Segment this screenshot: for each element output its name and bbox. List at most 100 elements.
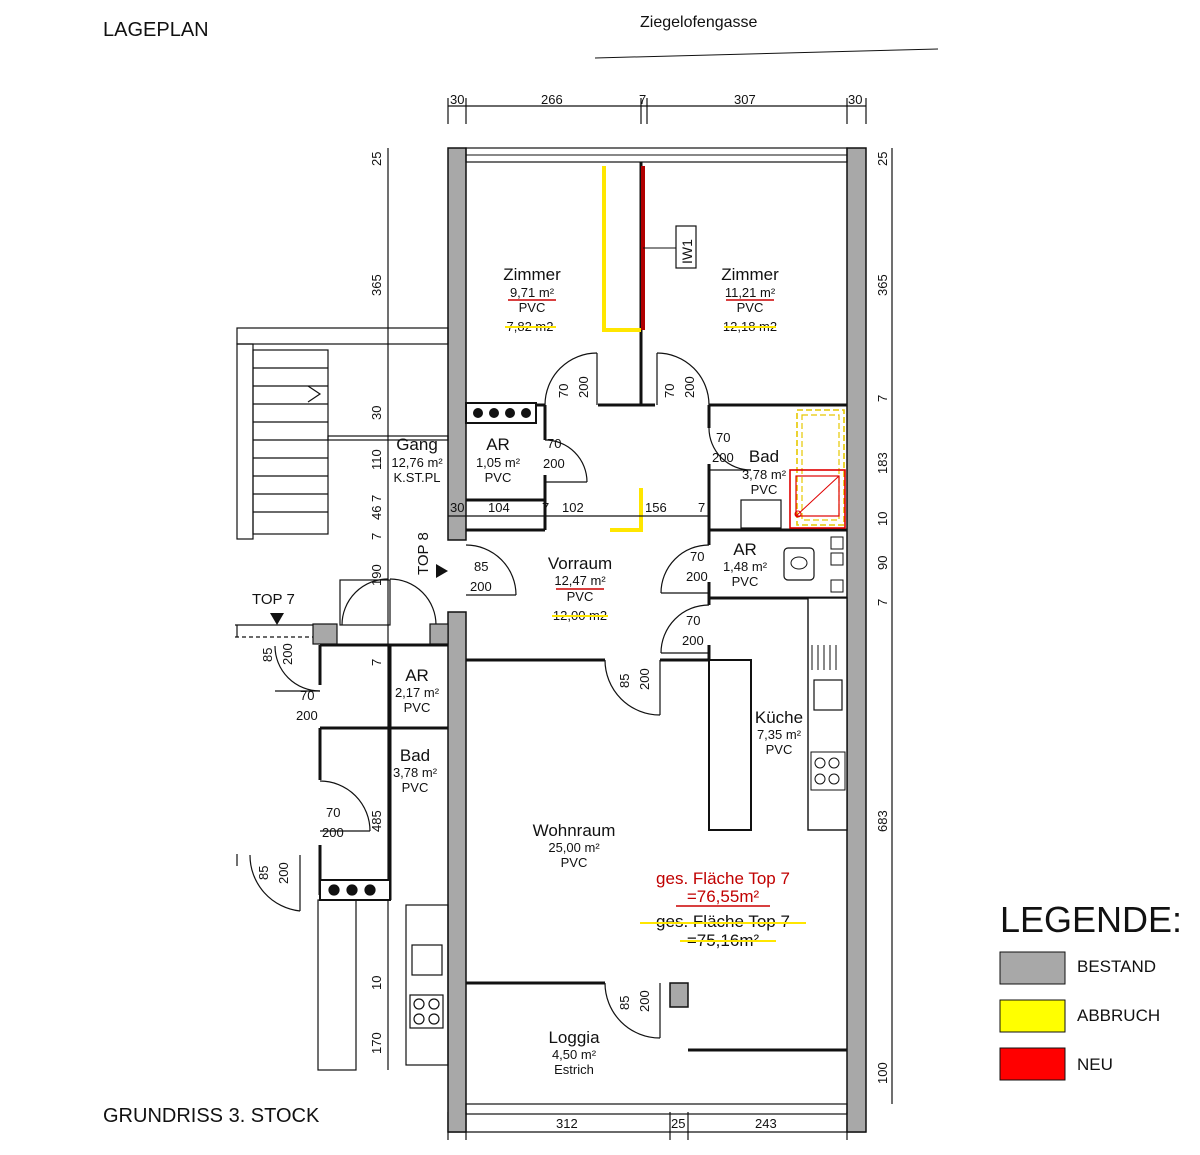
door-lbl-6b: 200 (686, 569, 708, 584)
room-loggia: Loggia 4,50 m² Estrich (548, 1028, 600, 1077)
legend-swatch-abbruch (999, 999, 1066, 1033)
kitchen-fixtures (708, 597, 848, 831)
room-name: Vorraum (548, 554, 612, 573)
room-floor: PVC (519, 300, 546, 315)
dim-bottom-3: 25 (671, 1116, 685, 1131)
total-old-value: =76,55m² (687, 887, 760, 906)
room-name: AR (733, 540, 757, 559)
door-lbl-2b: 200 (682, 376, 697, 398)
dim-right-5: 10 (875, 512, 890, 526)
legend-swatch-bestand (999, 951, 1066, 985)
legend: LEGENDE: BESTAND ABBRUCH NEU (999, 899, 1182, 1081)
room-ar-1: AR 1,05 m² PVC (476, 435, 521, 485)
room-name: Küche (755, 708, 803, 727)
door-lbl-1b: 200 (576, 376, 591, 398)
room-area: 4,50 m² (552, 1047, 597, 1062)
total-old-label: ges. Fläche Top 7 (656, 869, 790, 888)
dim-left-8: 190 (369, 564, 384, 586)
dim-right-7: 7 (875, 599, 890, 606)
room-floor: PVC (732, 574, 759, 589)
bad2-door-70: 70 (326, 805, 340, 820)
legend-title: LEGENDE: (1000, 899, 1182, 940)
dim-left-1: 25 (369, 152, 384, 166)
dim-right-3: 7 (875, 395, 890, 402)
street-name: Ziegelofengasse (640, 14, 758, 31)
bad2-door-200: 200 (322, 825, 344, 840)
room-name: Loggia (548, 1028, 600, 1047)
dim-left-6: 46 (369, 506, 384, 520)
room-area: 9,71 m² (510, 285, 555, 300)
door-lbl-9a: 85 (617, 996, 632, 1010)
dim-left-3: 30 (369, 406, 384, 420)
legend-label-abbruch: ABBRUCH (1077, 1006, 1160, 1025)
corr-dim-4: 102 (562, 500, 584, 515)
street-line (594, 48, 939, 59)
door-lbl-2a: 70 (662, 384, 677, 398)
dim-top-5: 30 (848, 92, 862, 107)
room-gang: Gang 12,76 m² K.ST.PL (391, 435, 443, 485)
ar3-door-200: 200 (296, 708, 318, 723)
room-floor: Estrich (554, 1062, 594, 1077)
top-8-label: TOP 8 (415, 532, 432, 575)
dim-right-1: 25 (875, 152, 890, 166)
demolition-walls (602, 166, 643, 532)
door-lbl-4b: 200 (712, 450, 734, 465)
top7-door-200: 200 (280, 643, 295, 665)
bottom-dimension-chain: 30 312 25 243 (447, 1112, 866, 1140)
lower-door-85: 85 (256, 866, 271, 880)
door-lbl-5b: 200 (470, 579, 492, 594)
room-area: 3,78 m² (742, 467, 787, 482)
door-lbl-8a: 85 (617, 674, 632, 688)
dim-right-6: 90 (875, 556, 890, 570)
dim-top-3: 7 (639, 92, 646, 107)
door-lbl-5a: 85 (474, 559, 488, 574)
room-area: 7,35 m² (757, 727, 802, 742)
site-plan-title: LAGEPLAN (103, 19, 209, 41)
lower-door-200: 200 (276, 862, 291, 884)
legend-swatch-neu (999, 1047, 1066, 1081)
room-floor: PVC (567, 589, 594, 604)
facade-lines (465, 147, 848, 1115)
door-lbl-1a: 70 (556, 384, 571, 398)
room-floor: PVC (766, 742, 793, 757)
room-floor: PVC (737, 300, 764, 315)
legend-label-neu: NEU (1077, 1055, 1113, 1074)
top7-door-85: 85 (260, 648, 275, 662)
dim-left-2: 365 (369, 274, 384, 296)
room-area: 3,78 m² (393, 765, 438, 780)
room-name: Wohnraum (533, 821, 616, 840)
bath-fixtures (740, 409, 846, 593)
room-ar-2: AR 1,48 m² PVC (723, 540, 768, 589)
dim-top-1: 30 (450, 92, 464, 107)
door-lbl-3a: 70 (547, 436, 561, 451)
corr-dim-6: 7 (698, 500, 705, 515)
room-name: Bad (400, 746, 430, 765)
dim-left-7: 7 (369, 533, 384, 540)
total-new-label: ges. Fläche Top 7 (656, 912, 790, 931)
room-floor: PVC (751, 482, 778, 497)
room-area: 1,05 m² (476, 455, 521, 470)
door-lbl-4a: 70 (716, 430, 730, 445)
top-dimension-chain: 30 266 7 307 30 (447, 92, 867, 124)
door-lbl-3b: 200 (543, 456, 565, 471)
total-area-new: ges. Fläche Top 7 =75,16m² (640, 912, 806, 950)
ar3-door-70: 70 (300, 688, 314, 703)
room-name: Gang (396, 435, 438, 454)
room-name: Zimmer (503, 265, 561, 284)
room-area: 12,47 m² (554, 573, 606, 588)
dim-right-9: 100 (875, 1062, 890, 1084)
room-bad-2: Bad 3,78 m² PVC (393, 746, 438, 795)
right-dimension-chain: 25 365 7 183 10 90 7 683 100 (875, 148, 893, 1104)
room-bad-1: Bad 3,78 m² PVC (742, 447, 787, 497)
room-floor: PVC (561, 855, 588, 870)
top-8-marker: TOP 8 (415, 532, 448, 578)
room-zimmer-2: Zimmer 11,21 m² PVC 12,18 m2 (721, 265, 779, 334)
total-area-old: ges. Fläche Top 7 =76,55m² (656, 869, 790, 907)
room-wohnraum: Wohnraum 25,00 m² PVC (533, 821, 616, 870)
corr-dim-5: 156 (645, 500, 667, 515)
room-kueche: Küche 7,35 m² PVC (755, 708, 803, 757)
dim-bottom-4: 243 (755, 1116, 777, 1131)
corr-dim-3: 7 (542, 500, 549, 515)
dim-bottom-2: 312 (556, 1116, 578, 1131)
door-size-labels: 70 200 70 200 70 200 70 200 85 200 70 20… (470, 376, 734, 1012)
